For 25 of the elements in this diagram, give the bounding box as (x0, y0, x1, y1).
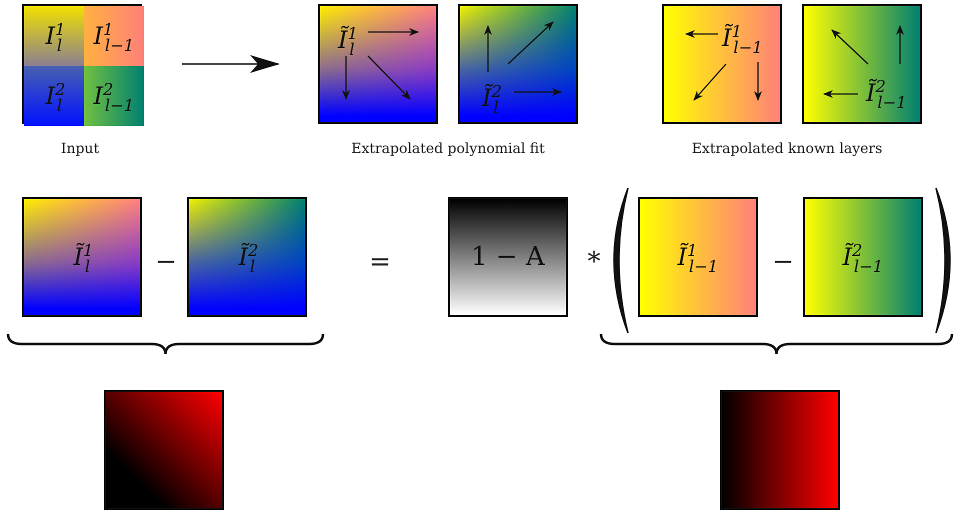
gradient-square (662, 4, 782, 124)
gradient-square (458, 4, 578, 124)
quadrant-tile (24, 6, 84, 66)
gradient-square (22, 197, 142, 317)
gradient-square (720, 390, 840, 510)
gradient-square (187, 197, 307, 317)
quadrant-tile (84, 6, 144, 66)
gradient-square (802, 4, 922, 124)
caption: Extrapolated known layers (692, 141, 882, 157)
gradient-square (22, 4, 142, 124)
caption: Input (60, 141, 100, 157)
gradient-square (104, 390, 224, 510)
gradient-square (318, 4, 438, 124)
quadrant-tile (84, 66, 144, 126)
arrow (182, 55, 280, 73)
caption: Extrapolated polynomial fit (351, 141, 545, 157)
gradient-square (638, 197, 758, 317)
math-operator: − (155, 247, 177, 277)
math-operator: = (369, 247, 391, 277)
gradient-square (803, 197, 923, 317)
math-operator: − (772, 247, 794, 277)
gradient-square (448, 197, 568, 317)
math-label: 1 − A (471, 244, 545, 270)
quadrant-tile (24, 66, 84, 126)
math-operator: * (588, 247, 600, 277)
